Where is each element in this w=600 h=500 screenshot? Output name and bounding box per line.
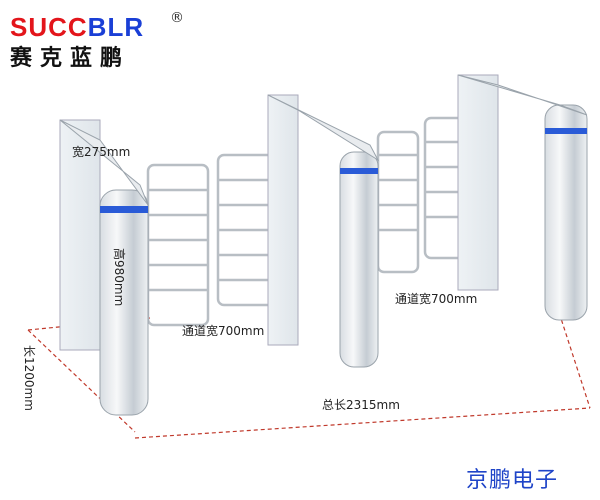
dim-base-right <box>554 299 591 409</box>
label-channel-left: 通道宽700mm <box>182 324 265 338</box>
logo-chinese: 赛克蓝鹏 <box>10 45 131 71</box>
brand-name: 京鹏电子 <box>466 468 559 493</box>
registered-mark: ® <box>170 10 184 26</box>
dim-base-front <box>134 407 591 439</box>
label-channel-right: 通道宽700mm <box>395 292 478 306</box>
dimension-lines <box>27 299 591 439</box>
label-height: 高980mm <box>112 248 126 307</box>
logo-blue-text: BLR <box>87 12 145 42</box>
cabinet-middle <box>267 94 380 368</box>
label-width: 宽275mm <box>72 145 131 159</box>
label-total-length: 总长2315mm <box>322 398 400 412</box>
label-length: 长1200mm <box>22 345 36 411</box>
cabinet-right <box>457 74 588 321</box>
logo-red-text: SUCC <box>10 12 88 42</box>
logo-latin: SUCCBLR <box>10 12 144 43</box>
cabinet-left <box>59 119 149 416</box>
dim-length-line <box>27 329 136 433</box>
gate-panels-left <box>146 153 280 327</box>
